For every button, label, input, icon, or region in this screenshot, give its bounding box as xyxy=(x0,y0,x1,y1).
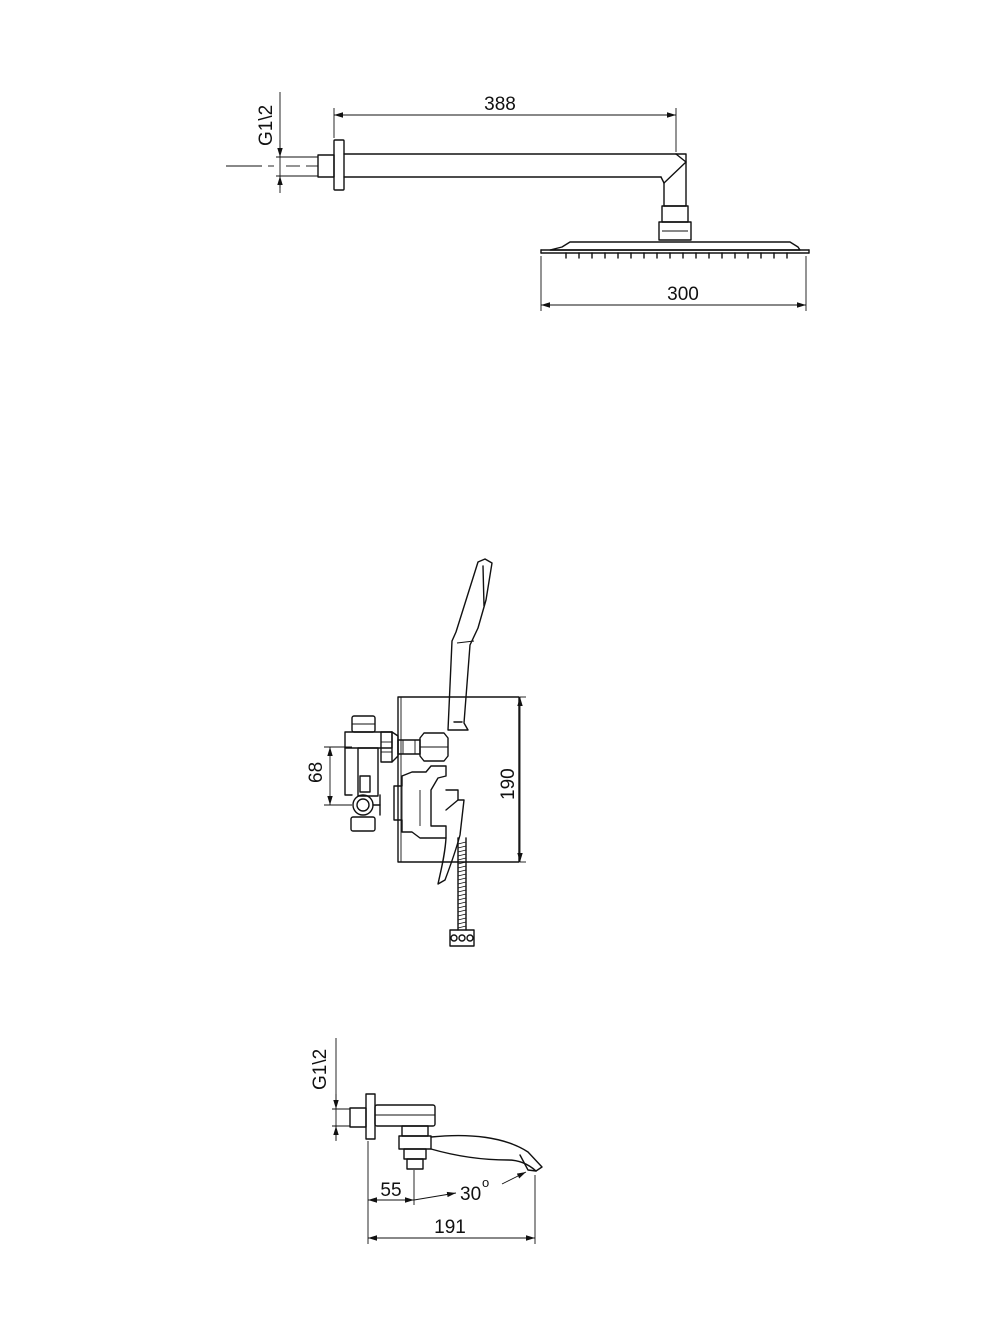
hose-rib xyxy=(457,869,467,873)
spout-offset-dimension: 55 xyxy=(367,1141,415,1244)
inlet-spacing-dimension: 68 xyxy=(306,746,352,806)
hose-rib xyxy=(457,905,467,909)
shower-thread-label: G1\2 xyxy=(256,105,277,146)
shower-head-plate xyxy=(540,241,810,259)
hose-rib xyxy=(457,845,467,849)
diverter-knob xyxy=(398,1125,432,1170)
shower-head-drawing: G1\2 xyxy=(226,92,810,311)
shower-arm xyxy=(343,153,687,207)
spout-body xyxy=(430,1134,543,1172)
spout-offset-label: 55 xyxy=(380,1180,401,1201)
wall-flange xyxy=(317,139,345,191)
hose-rib xyxy=(457,841,467,845)
upper-outlet xyxy=(397,732,449,762)
spout-drawing: G1\2 55 xyxy=(310,1038,543,1244)
lever-handle xyxy=(393,765,459,839)
mixer-drawing: 68 xyxy=(306,558,526,947)
hose-rib xyxy=(457,861,467,865)
top-inlet xyxy=(351,715,376,733)
hose-rib xyxy=(457,877,467,881)
hose-rib xyxy=(457,901,467,905)
hose-ribs xyxy=(457,841,467,929)
ball-joint xyxy=(658,205,692,241)
hose-rib xyxy=(457,917,467,921)
spout-angle-degree: o xyxy=(482,1175,489,1190)
hose-rib xyxy=(457,853,467,857)
hose-rib xyxy=(457,921,467,925)
arm-length-label: 388 xyxy=(484,94,516,115)
hose-rib xyxy=(457,925,467,929)
hose-rib xyxy=(457,873,467,877)
mixer-height-dimension: 190 xyxy=(498,696,526,863)
spout-length-dimension: 191 xyxy=(368,1175,536,1244)
hand-shower xyxy=(447,558,493,731)
hose-rib xyxy=(457,881,467,885)
hose-rib xyxy=(457,857,467,861)
hose-rib xyxy=(457,913,467,917)
shower-thread-dimension: G1\2 xyxy=(226,92,318,193)
flexible-hose xyxy=(449,837,475,947)
bottom-inlet xyxy=(350,794,381,832)
hose-rib xyxy=(457,889,467,893)
diverter-curve xyxy=(437,799,465,885)
spout-angle-label: 30 xyxy=(460,1184,481,1205)
head-width-label: 300 xyxy=(667,284,699,305)
arm-length-dimension: 388 xyxy=(333,94,677,152)
inlet-spacing-label: 68 xyxy=(306,762,327,783)
hose-rib xyxy=(457,865,467,869)
head-width-dimension: 300 xyxy=(540,256,807,311)
spout-length-label: 191 xyxy=(434,1217,466,1238)
hose-rib xyxy=(457,893,467,897)
hose-rib xyxy=(457,885,467,889)
spout-thread-label: G1\2 xyxy=(310,1049,331,1090)
valve-body xyxy=(344,731,399,797)
nozzle-row xyxy=(565,252,788,259)
hose-rib xyxy=(457,897,467,901)
hose-rib xyxy=(457,909,467,913)
spout-flange xyxy=(349,1093,436,1140)
spout-thread-dimension: G1\2 xyxy=(310,1038,350,1141)
mixer-height-label: 190 xyxy=(498,768,519,800)
spout-angle-annotation: 30 o xyxy=(413,1171,527,1205)
hose-rib xyxy=(457,849,467,853)
